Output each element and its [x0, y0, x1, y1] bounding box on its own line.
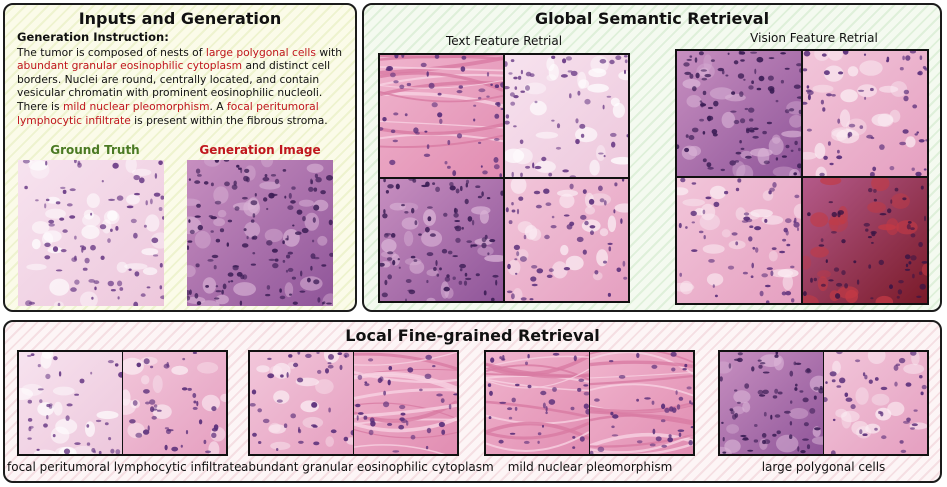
local-caption-lymphocytic: focal peritumoral lymphocytic infiltrate [7, 460, 242, 474]
instruction-segment: with [315, 45, 343, 59]
instruction-highlight-large-polygonal-cells: large polygonal cells [205, 45, 316, 59]
instruction-highlight-nuclear-pleomorphism: mild nuclear pleomorphism [62, 99, 210, 113]
local-caption-pleomorphism: mild nuclear pleomorphism [507, 460, 673, 474]
vision-retrieval-image-4 [798, 175, 932, 310]
generation-image [178, 152, 339, 310]
vision-feature-label: Vision Feature Retrial [750, 31, 878, 45]
text-feature-label: Text Feature Retrial [445, 34, 563, 48]
global-panel-title: Global Semantic Retrieval [534, 9, 770, 28]
local-image-polygonal-a [709, 349, 833, 461]
text-retrieval-image-1 [376, 51, 506, 178]
local-caption-eosinophilic: abundant granular eosinophilic cytoplasm [241, 460, 494, 474]
ground-truth-label: Ground Truth [50, 143, 140, 157]
local-group-pleomorphism [484, 347, 695, 457]
vision-feature-grid [671, 46, 932, 310]
local-panel-title: Local Fine-grained Retrieval [345, 326, 600, 345]
global-semantic-retrieval-panel: Global Semantic Retrieval Text Feature R… [362, 3, 942, 312]
ground-truth-image [18, 156, 170, 310]
instruction-segment: is present within the fibrous stroma. [130, 113, 328, 127]
local-group-polygonal [709, 346, 929, 461]
inputs-generation-panel: Inputs and Generation Generation Instruc… [3, 3, 357, 312]
local-image-eosinophilic-a [249, 346, 357, 454]
instruction-heading: Generation Instruction: [17, 30, 169, 44]
local-image-lymphocytic-a [9, 348, 125, 460]
text-retrieval-image-2 [503, 55, 635, 179]
local-image-polygonal-b [822, 346, 928, 456]
instruction-highlight-lymphocytic-infiltrate: focal peritumoral lymphocytic infiltrate [17, 99, 319, 127]
instruction-text: The tumor is composed of nests of large … [17, 46, 351, 128]
text-feature-grid [376, 51, 635, 304]
instruction-segment: The tumor is composed of nests of [17, 45, 206, 59]
local-caption-polygonal: large polygonal cells [761, 460, 886, 474]
local-image-lymphocytic-b [114, 351, 230, 458]
vision-retrieval-image-2 [798, 46, 928, 182]
instruction-segment: . A [209, 99, 228, 113]
generation-instruction: Generation Instruction: The tumor is com… [17, 30, 351, 128]
text-retrieval-image-4 [505, 176, 635, 303]
instruction-highlight-granular-cytoplasm: abundant granular eosinophilic cytoplasm [17, 59, 243, 73]
vision-retrieval-image-1 [675, 50, 807, 183]
local-image-eosinophilic-b [353, 351, 460, 460]
local-image-pleomorphism-b [589, 347, 695, 457]
local-group-eosinophilic [248, 346, 460, 460]
vision-retrieval-image-3 [671, 177, 808, 305]
local-image-pleomorphism-a [485, 352, 591, 454]
text-retrieval-image-3 [379, 177, 508, 304]
generation-image-label: Generation Image [199, 143, 321, 157]
inputs-panel-title: Inputs and Generation [78, 9, 282, 28]
instruction-segment: and distinct cell borders. Nuclei are ro… [17, 59, 331, 113]
local-group-lymphocytic [9, 348, 230, 460]
local-fine-grained-retrieval-panel: Local Fine-grained Retrieval focal perit… [3, 320, 942, 483]
